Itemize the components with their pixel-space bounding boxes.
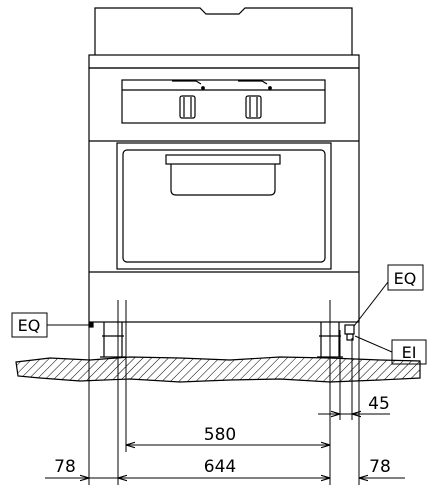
oven-handle [165, 154, 281, 165]
control-panel [121, 79, 326, 124]
dim-label-45: 45 [368, 394, 390, 414]
dim-label-78-left: 78 [54, 457, 76, 477]
tag-box-eq-left [11, 312, 48, 338]
indicator-light-right [268, 86, 272, 90]
knob-left-icon [179, 95, 196, 119]
dim-label-580: 580 [204, 425, 236, 445]
connection-fitting-right [344, 324, 355, 335]
knob-right-icon [245, 95, 262, 119]
tag-eq-right: EQ [394, 269, 417, 288]
indicator-left-icon [172, 80, 202, 85]
tag-eq-left: EQ [18, 316, 41, 335]
connection-fitting-right-lower [346, 333, 354, 341]
leader-ei-right [354, 335, 393, 353]
tag-ei-right: EI [402, 343, 417, 362]
tag-box-ei-right [391, 339, 427, 365]
cabinet-body [88, 67, 360, 323]
tag-box-eq-right [387, 264, 424, 291]
dim-label-644: 644 [204, 457, 236, 477]
floor-hatched [15, 356, 421, 383]
oven-window [122, 149, 326, 263]
connection-point-left [88, 322, 94, 328]
foot-left [100, 322, 126, 358]
top-rim [88, 54, 360, 69]
top-panel [94, 7, 353, 55]
indicator-right-icon [238, 80, 268, 85]
oven-door-frame [116, 142, 332, 270]
oven-pan [170, 164, 276, 196]
indicator-light-left [201, 86, 205, 90]
dim-label-78-right: 78 [369, 457, 391, 477]
leader-eq-right [353, 281, 389, 327]
